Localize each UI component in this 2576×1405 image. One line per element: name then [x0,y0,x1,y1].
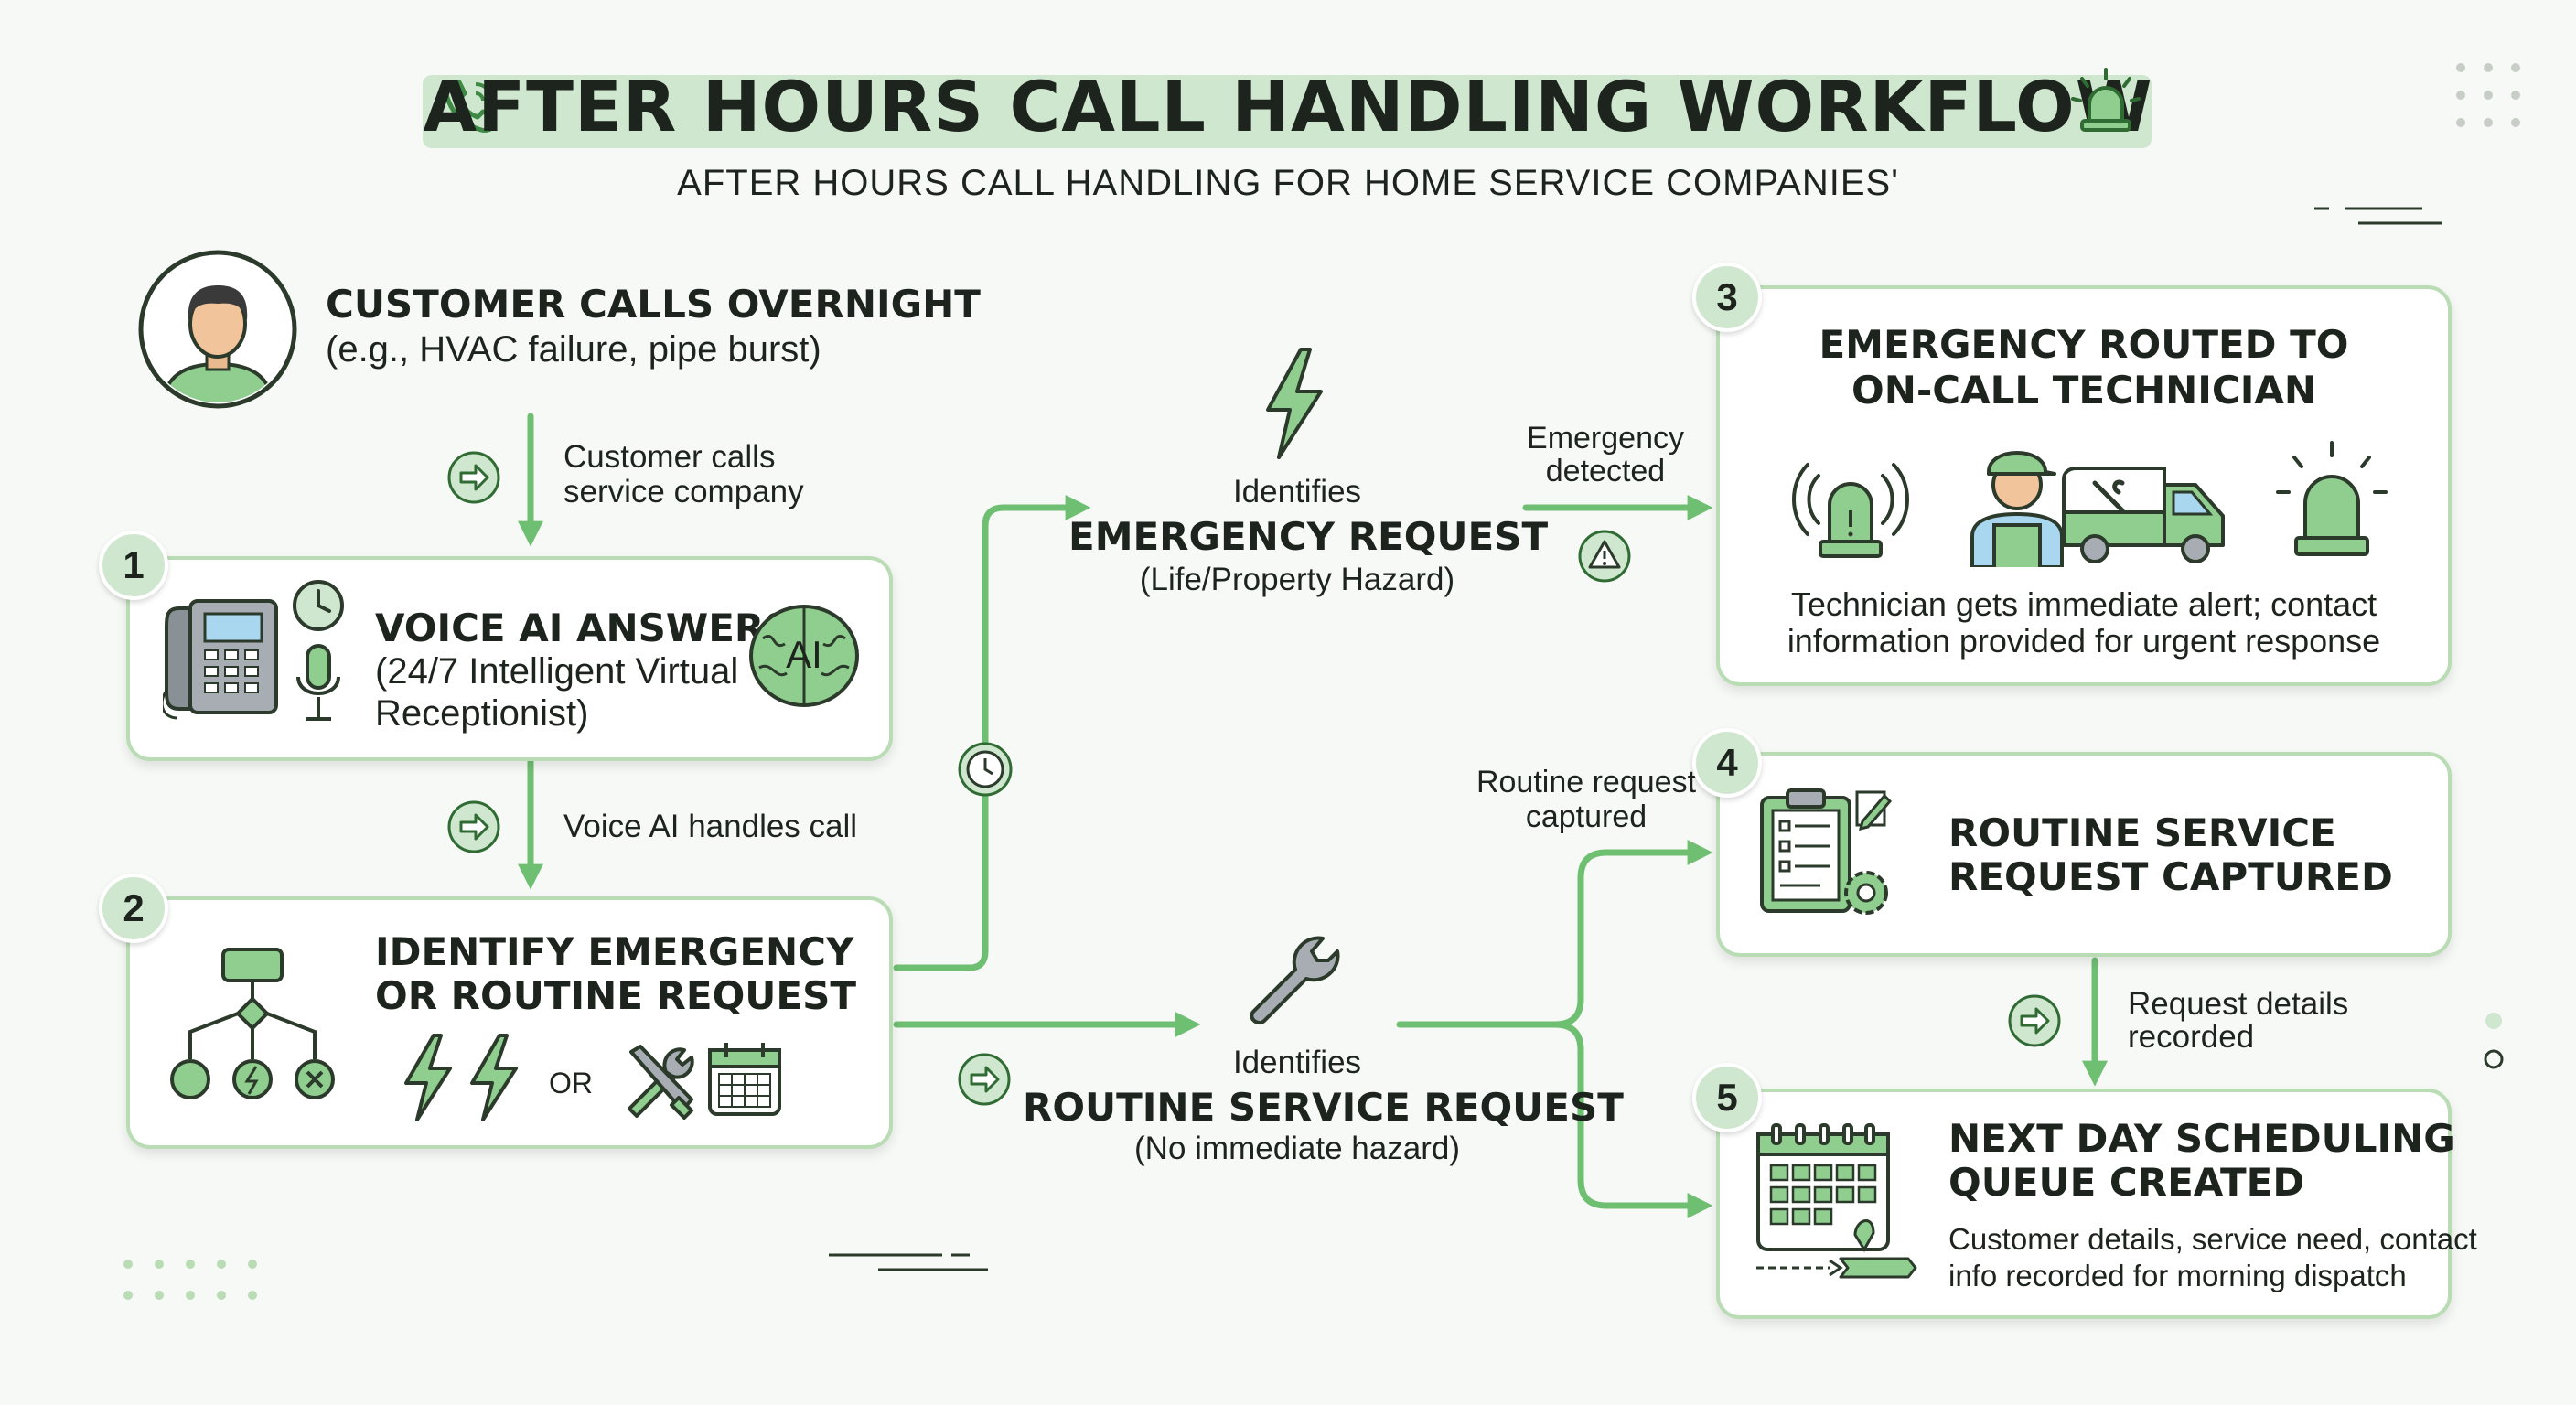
siren-icon [2069,64,2142,137]
emergency-branch-pre: Identifies [1232,474,1362,509]
clock-icon [291,578,346,633]
edge-label-customer-calls-1: Customer calls [564,439,776,475]
tools-icon [618,1039,699,1120]
step2-title-2: OR ROUTINE REQUEST [375,973,856,1018]
edge-label-routine-captured-2: captured [1525,799,1648,834]
lightning-icon [465,1032,521,1123]
technician-icon [1967,430,2067,567]
edge-label-voice-ai-handles: Voice AI handles call [564,809,858,844]
alarm-siren-icon [1782,446,1919,565]
routine-branch-title: ROUTINE SERVICE REQUEST [1023,1085,1624,1130]
service-van-icon [2058,457,2232,567]
arrow-to-emergency-branch [893,495,1091,971]
routine-branch-sub: (No immediate hazard) [1134,1131,1460,1166]
beacon-icon [2272,437,2391,562]
desk-phone-icon [163,590,282,727]
schedule-calendar-icon [1753,1121,1917,1292]
clipboard-icon [1756,785,1894,922]
edge-label-routine-captured-1: Routine request [1476,765,1697,799]
step-badge-3: 3 [1692,263,1762,332]
step-badge-4: 4 [1692,728,1762,798]
calendar-icon [704,1039,785,1120]
warning-icon [1577,529,1632,584]
title-band [423,75,2152,148]
step4-title-1: ROUTINE SERVICE [1948,810,2336,855]
step1-title: VOICE AI ANSWERS [375,606,792,650]
decor-circles-right [2484,1013,2504,1069]
timer-icon [957,741,1014,798]
microphone-icon [291,640,346,732]
step2-title-1: IDENTIFY EMERGENCY [375,929,854,974]
step2-or-label: OR [549,1067,593,1099]
edge-label-emergency-detected-1: Emergency [1527,421,1684,456]
step3-detail-1: Technician gets immediate alert; contact [1790,585,2377,623]
step3-detail-2: information provided for urgent response [1787,622,2381,660]
step-badge-2: 2 [99,874,168,943]
step5-title-2: QUEUE CREATED [1948,1160,2305,1205]
edge-label-request-details-2: recorded [2128,1019,2255,1055]
lightning-icon [399,1032,456,1123]
ai-brain-label: AI [786,633,822,676]
customer-title: CUSTOMER CALLS OVERNIGHT [326,282,981,327]
edge-label-customer-calls-2: service company [564,474,804,509]
edge-label-emergency-detected-2: detected [1545,454,1666,488]
arrow-routine-fork [1396,840,1713,1028]
arrow-circle-icon [957,1052,1012,1107]
decor-dashes-bottom [829,1253,988,1271]
page-title: AFTER HOURS CALL HANDLING WORKFLOW [423,66,2153,147]
decor-dots-bottom-left [123,1260,257,1300]
arrow-circle-icon [2007,993,2062,1048]
step3-title-2: ON-CALL TECHNICIAN [1852,368,2316,413]
decision-tree-icon [165,942,348,1116]
step1-detail-1: (24/7 Intelligent Virtual [375,651,739,692]
arrow-circle-icon [446,450,501,505]
decor-dots-top-right [2456,63,2520,127]
phone-icon [437,73,503,139]
lightning-icon [1261,346,1326,461]
decor-dashes-top-right [2314,207,2442,225]
step5-detail-1: Customer details, service need, contact [1948,1222,2477,1256]
step3-title-1: EMERGENCY ROUTED TO [1819,322,2349,367]
edge-label-request-details-1: Request details [2128,986,2349,1022]
step4-title-2: REQUEST CAPTURED [1948,854,2393,899]
emergency-branch-sub: (Life/Property Hazard) [1139,562,1455,597]
step5-title-1: NEXT DAY SCHEDULING [1948,1116,2455,1161]
arrow-circle-icon [446,799,501,854]
routine-branch-pre: Identifies [1232,1045,1362,1080]
step5-detail-2: info recorded for morning dispatch [1948,1259,2407,1292]
arrow-routine-to-step5 [1551,1021,1713,1218]
ai-brain-icon: AI [745,596,864,715]
step-badge-5: 5 [1692,1063,1762,1132]
customer-avatar [135,247,300,412]
page-subtitle: AFTER HOURS CALL HANDLING FOR HOME SERVI… [677,163,1899,203]
step-badge-1: 1 [99,531,168,600]
wrench-icon [1239,924,1348,1034]
customer-detail: (e.g., HVAC failure, pipe burst) [326,329,821,370]
step1-detail-2: Receptionist) [375,693,589,734]
emergency-branch-title: EMERGENCY REQUEST [1068,514,1549,559]
